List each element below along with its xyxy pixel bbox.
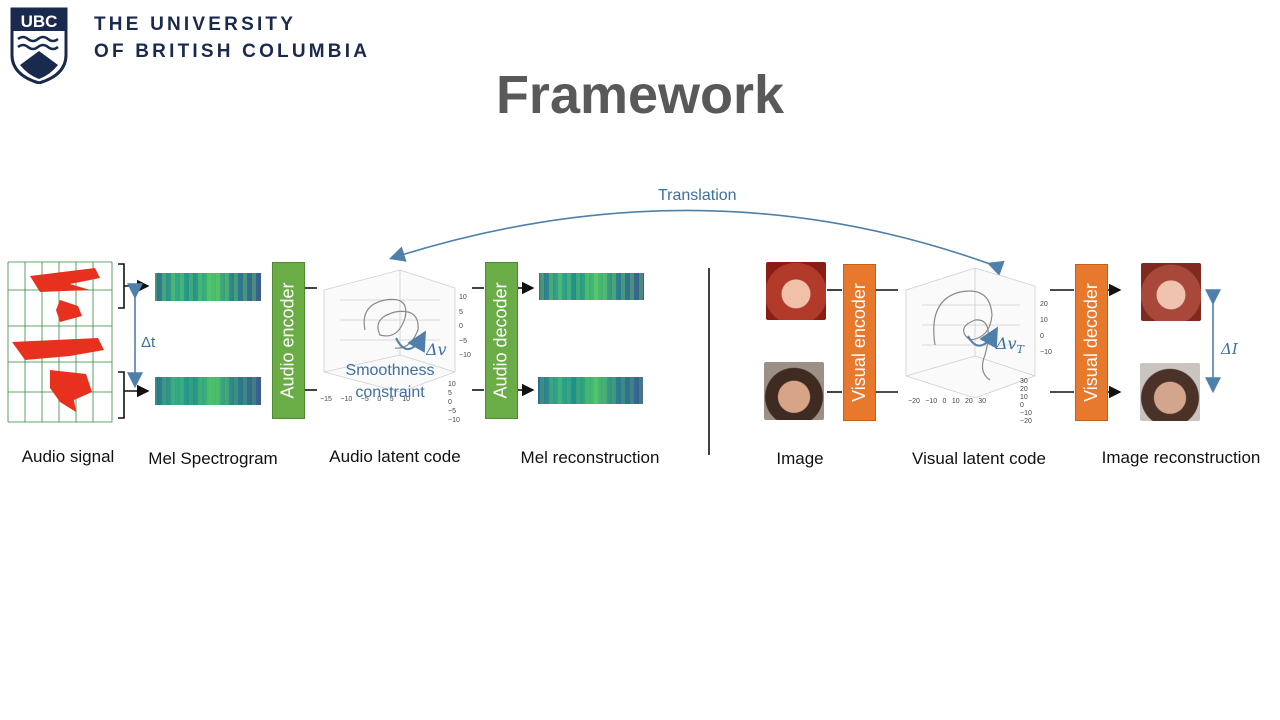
audio-waveform <box>7 261 113 423</box>
delta-i-label: ΔI <box>1221 340 1238 358</box>
tick-label: −10 <box>1020 410 1032 417</box>
delta-vt-main: Δv <box>996 334 1017 353</box>
caption-audio-latent: Audio latent code <box>329 447 461 466</box>
audio-latent-plot <box>323 269 456 393</box>
delta-t-label: Δt <box>141 334 156 351</box>
tick-label: 0 <box>459 323 463 330</box>
input-face-bottom <box>764 362 824 420</box>
tick-label: 0 <box>1040 333 1044 340</box>
tick-label: 10 <box>1020 394 1028 401</box>
input-face-top <box>766 262 826 320</box>
visual-plot-x-ticks: −20 −10 0 10 20 30 <box>908 398 986 405</box>
tick-label: 30 <box>978 398 986 405</box>
tick-label: −20 <box>1020 418 1032 425</box>
delta-vt-label: ΔvT <box>996 334 1024 356</box>
tick-label: 10 <box>951 398 960 405</box>
university-line2: OF BRITISH COLUMBIA <box>94 41 371 62</box>
visual-plot-y-ticks: 30 20 10 0 −10 −20 <box>1020 378 1032 426</box>
tick-label: −5 <box>448 408 456 415</box>
caption-mel-spectrogram: Mel Spectrogram <box>148 449 278 468</box>
reconstructed-face-bottom <box>1140 363 1200 421</box>
tick-label: −20 <box>908 398 920 405</box>
audio-latent-trajectory <box>363 298 419 349</box>
tick-label: 10 <box>459 294 467 301</box>
audio-encoder-block: Audio encoder <box>272 262 305 419</box>
tick-label: 20 <box>1020 386 1028 393</box>
delta-vt-sub: T <box>1016 343 1024 357</box>
tick-label: 0 <box>942 398 947 405</box>
translation-arrow <box>388 209 1005 276</box>
visual-latent-plot <box>905 267 1036 399</box>
university-name: THE UNIVERSITY OF BRITISH COLUMBIA <box>94 11 370 65</box>
tick-label: 20 <box>1040 301 1048 308</box>
audio-plot-z-ticks: 10 5 0 −5 −10 <box>459 291 471 364</box>
lower-bracket <box>118 371 148 419</box>
caption-audio-signal: Audio signal <box>21 447 115 466</box>
visual-plot-z-ticks: 20 10 0 −10 <box>1040 297 1052 361</box>
translation-label: Translation <box>658 187 737 204</box>
delta-v-arrow <box>395 330 426 353</box>
tick-label: 10 <box>402 396 410 403</box>
tick-label: −10 <box>448 417 460 424</box>
tick-label: 20 <box>965 398 973 405</box>
tick-label: −15 <box>320 396 332 403</box>
caption-image-reconstruction: Image reconstruction <box>1101 448 1261 467</box>
audio-encoder-label: Audio encoder <box>278 282 298 399</box>
tick-label: 10 <box>1040 317 1048 324</box>
tick-label: −5 <box>459 337 467 345</box>
reconstructed-face-top <box>1141 263 1201 321</box>
audio-decoder-label: Audio decoder <box>491 282 511 399</box>
tick-label: 0 <box>448 399 452 406</box>
caption-image: Image <box>776 449 824 468</box>
smoothness-line2: constraint <box>355 384 425 401</box>
audio-plot-x-ticks: −15 −10 −5 0 5 10 <box>320 396 410 403</box>
audio-decoder-block: Audio decoder <box>485 262 518 419</box>
tick-label: −10 <box>925 398 938 405</box>
visual-decoder-label: Visual decoder <box>1081 283 1101 402</box>
smoothness-constraint-label: Smoothness constraint <box>338 360 442 404</box>
logo-abbr: UBC <box>21 12 58 31</box>
visual-decoder-block: Visual decoder <box>1075 264 1108 421</box>
tick-label: 5 <box>459 308 463 316</box>
tick-label: −10 <box>340 396 353 403</box>
tick-label: 30 <box>1020 378 1028 385</box>
delta-vt-arrow <box>967 326 998 349</box>
tick-label: 0 <box>1020 402 1024 409</box>
tick-label: 5 <box>389 396 394 403</box>
slide-title: Framework <box>495 65 785 125</box>
university-line1: THE UNIVERSITY <box>94 14 297 35</box>
smoothness-line1: Smoothness <box>345 362 435 379</box>
tick-label: −10 <box>459 352 471 359</box>
tick-label: 5 <box>448 390 452 397</box>
tick-label: −10 <box>1040 349 1052 356</box>
audio-plot-y-ticks: 10 5 0 −5 −10 <box>448 380 460 425</box>
caption-visual-latent: Visual latent code <box>912 449 1046 468</box>
upper-bracket <box>118 263 148 309</box>
tick-label: 10 <box>448 381 456 388</box>
tick-label: 0 <box>377 396 382 403</box>
delta-v-label: Δv <box>426 340 447 359</box>
visual-encoder-block: Visual encoder <box>843 264 876 421</box>
tick-label: −5 <box>360 396 369 403</box>
ubc-logo: UBC <box>10 7 68 85</box>
visual-encoder-label: Visual encoder <box>849 283 869 402</box>
caption-mel-reconstruction: Mel reconstruction <box>520 448 660 467</box>
